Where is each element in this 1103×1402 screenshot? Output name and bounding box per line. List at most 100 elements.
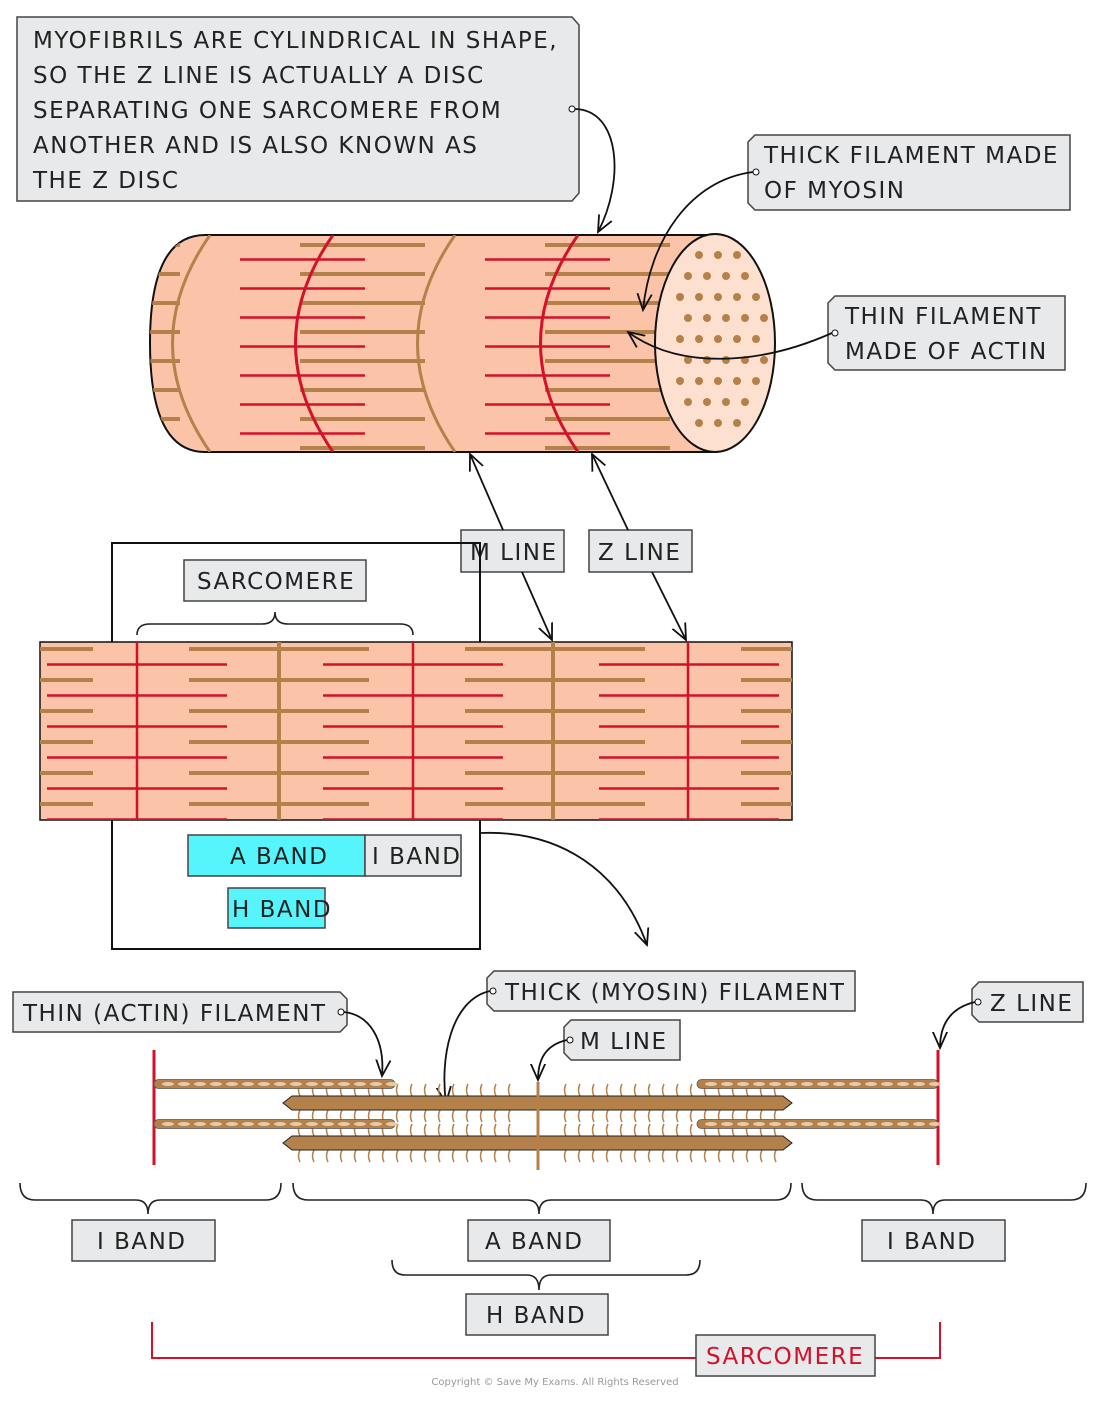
myosin-head — [437, 1109, 441, 1123]
m-line-detail-label: M LINE — [563, 1019, 681, 1061]
m-line-detail-arrow — [538, 1039, 568, 1080]
filament-dot — [695, 377, 703, 385]
h-band-brace — [391, 1259, 701, 1291]
filament-dot — [676, 293, 684, 301]
actin-twist — [370, 1082, 382, 1086]
actin-twist — [801, 1082, 813, 1086]
myosin-head — [661, 1109, 665, 1123]
myosin-head — [395, 1083, 399, 1097]
a-band-flat-text: A BAND — [230, 844, 328, 870]
myosin-head — [423, 1123, 427, 1137]
filament-dot — [733, 419, 741, 427]
m-disc — [171, 235, 212, 452]
myosin-head — [423, 1083, 427, 1097]
actin-twist — [769, 1122, 781, 1126]
thin-filament-label-line-1: THIN FILAMENT — [844, 304, 1042, 330]
filament-dot — [714, 335, 722, 343]
myosin-head — [605, 1123, 609, 1137]
h-band-flat: H BAND — [227, 887, 331, 929]
sarcomere-label-top-text: SARCOMERE — [197, 569, 355, 595]
myosin-head — [591, 1149, 595, 1163]
actin-twist — [785, 1122, 797, 1126]
sarcomere-detail — [152, 1050, 941, 1170]
filament-dot — [752, 335, 760, 343]
actin-twist — [753, 1122, 765, 1126]
myosin-head — [703, 1149, 707, 1163]
a-band-label: A BAND — [467, 1219, 611, 1262]
myosin-head — [423, 1149, 427, 1163]
myosin-head — [409, 1149, 413, 1163]
myosin-head — [451, 1123, 455, 1137]
myosin-head — [353, 1149, 357, 1163]
thin-filament-label-line-2: MADE OF ACTIN — [845, 339, 1048, 365]
actin-twist — [929, 1122, 941, 1126]
myosin-head — [493, 1123, 497, 1137]
actin-twist — [881, 1082, 893, 1086]
myosin-head — [437, 1083, 441, 1097]
actin-twist — [913, 1122, 925, 1126]
myosin-head — [563, 1109, 567, 1123]
myosin-head — [647, 1149, 651, 1163]
actin-twist — [210, 1122, 222, 1126]
actin-twist — [162, 1122, 174, 1126]
myosin-head — [689, 1109, 693, 1123]
myosin-head — [633, 1109, 637, 1123]
actin-twist — [801, 1122, 813, 1126]
z-line-label-text: Z LINE — [598, 540, 681, 566]
actin-twist — [274, 1082, 286, 1086]
myosin-head — [731, 1149, 735, 1163]
z-line-detail-label: Z LINE — [971, 981, 1084, 1023]
myosin-head — [507, 1109, 511, 1123]
myosin-head — [661, 1123, 665, 1137]
thick-myosin-arrow — [444, 990, 491, 1103]
thin-filament-label: THIN FILAMENT MADE OF ACTIN — [827, 295, 1066, 371]
myosin-head — [451, 1109, 455, 1123]
myosin-head — [465, 1123, 469, 1137]
z-line-detail-text: Z LINE — [990, 991, 1073, 1017]
myosin-head — [717, 1149, 721, 1163]
actin-twist — [865, 1122, 877, 1126]
myosin-head — [605, 1149, 609, 1163]
z-disc-arrow — [574, 108, 616, 232]
filament-dot — [684, 356, 692, 364]
myosin-head — [507, 1149, 511, 1163]
actin-twist — [178, 1082, 190, 1086]
actin-twist — [354, 1082, 366, 1086]
actin-twist — [833, 1082, 845, 1086]
thick-myosin-filament-text: THICK (MYOSIN) FILAMENT — [504, 980, 845, 1006]
myosin-head — [465, 1109, 469, 1123]
myosin-head — [395, 1109, 399, 1123]
i-band-flat-text: I BAND — [372, 844, 462, 870]
myosin-head — [479, 1149, 483, 1163]
myosin-head — [395, 1149, 399, 1163]
myosin-head — [605, 1083, 609, 1097]
z-line-arrow-down — [651, 571, 686, 640]
thick-filament-label: THICK FILAMENT MADE OF MYOSIN — [747, 134, 1071, 211]
myosin-head — [675, 1123, 679, 1137]
myosin-head — [297, 1149, 301, 1163]
myosin-head — [465, 1149, 469, 1163]
actin-twist — [338, 1122, 350, 1126]
note-line-4: ANOTHER AND IS ALSO KNOWN AS — [33, 133, 478, 159]
cylinder-cross-section — [654, 233, 776, 453]
myosin-head — [675, 1149, 679, 1163]
myosin-head — [647, 1109, 651, 1123]
actin-twist — [306, 1122, 318, 1126]
filament-dot — [714, 419, 722, 427]
actin-twist — [226, 1122, 238, 1126]
actin-twist — [242, 1082, 254, 1086]
filament-dot — [733, 293, 741, 301]
i-band-left-label: I BAND — [71, 1219, 216, 1262]
myosin-head — [311, 1149, 315, 1163]
actin-twist — [354, 1122, 366, 1126]
myosin-head — [423, 1109, 427, 1123]
actin-twist — [785, 1082, 797, 1086]
thin-actin-filament-label: THIN (ACTIN) FILAMENT — [12, 991, 348, 1033]
myosin-head — [367, 1149, 371, 1163]
myosin-head — [619, 1123, 623, 1137]
myosin-head — [563, 1083, 567, 1097]
actin-twist — [897, 1122, 909, 1126]
filament-dot — [722, 272, 730, 280]
actin-twist — [849, 1082, 861, 1086]
